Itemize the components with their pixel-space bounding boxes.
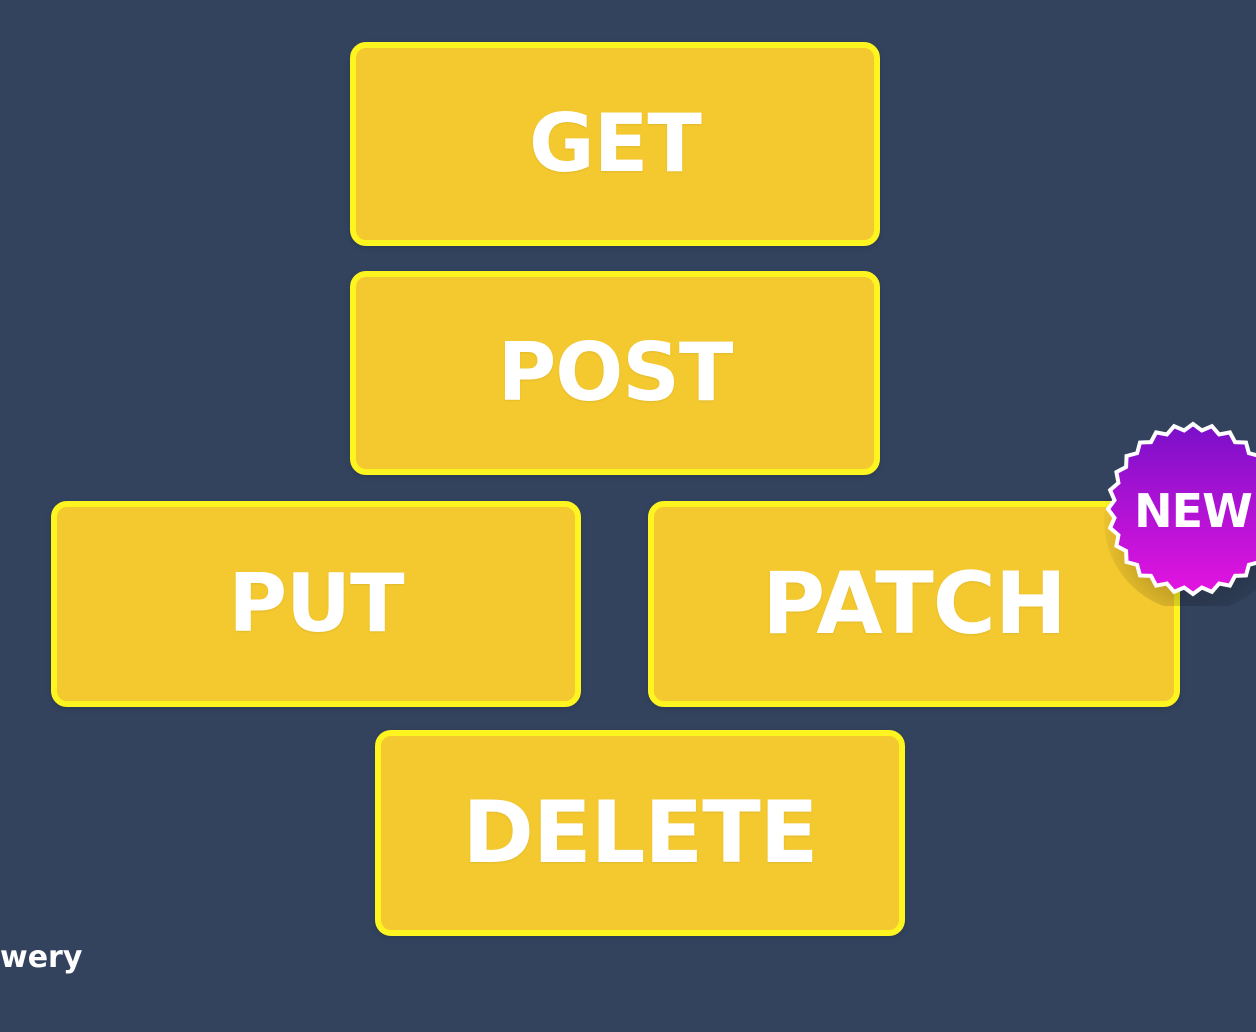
new-badge-seal-icon <box>1104 421 1256 606</box>
new-badge: NEW <box>1100 416 1256 606</box>
post-method-label: POST <box>497 326 734 419</box>
get-method-box: GET <box>350 42 880 246</box>
patch-method-label: PATCH <box>762 554 1067 654</box>
delete-method-label: DELETE <box>462 783 818 883</box>
post-method-box: POST <box>350 271 880 475</box>
get-method-label: GET <box>529 97 702 190</box>
patch-method-box: PATCH <box>648 501 1180 707</box>
new-badge-label: NEW <box>1134 484 1253 538</box>
delete-method-box: DELETE <box>375 730 905 936</box>
put-method-label: PUT <box>228 557 404 650</box>
watermark-text: wery <box>0 940 83 975</box>
put-method-box: PUT <box>51 501 581 707</box>
